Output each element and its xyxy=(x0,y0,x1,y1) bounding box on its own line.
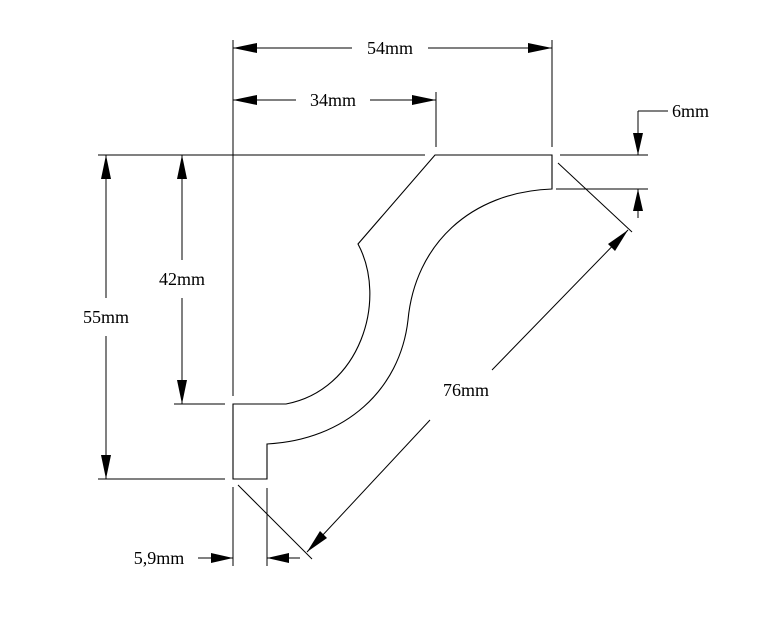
label-6mm: 6mm xyxy=(672,101,709,121)
ext-76-upper xyxy=(557,162,633,233)
label-34mm: 34mm xyxy=(310,90,356,110)
dimension-76mm: 76mm xyxy=(306,229,629,553)
label-76mm: 76mm xyxy=(443,380,489,400)
molding-profile xyxy=(232,154,553,480)
ext-76-lower xyxy=(237,484,313,560)
profile-outline xyxy=(232,154,553,480)
label-5-9mm: 5,9mm xyxy=(134,548,185,568)
dimension-54mm: 54mm xyxy=(233,38,552,58)
dimension-34mm: 34mm xyxy=(233,90,436,110)
dimension-42mm: 42mm xyxy=(159,155,205,404)
label-55mm: 55mm xyxy=(83,307,129,327)
dimension-5-9mm: 5,9mm xyxy=(134,548,300,568)
label-54mm: 54mm xyxy=(367,38,413,58)
extension-lines xyxy=(98,40,648,566)
label-42mm: 42mm xyxy=(159,269,205,289)
dimension-6mm: 6mm xyxy=(633,101,709,218)
dimension-55mm: 55mm xyxy=(83,155,129,479)
